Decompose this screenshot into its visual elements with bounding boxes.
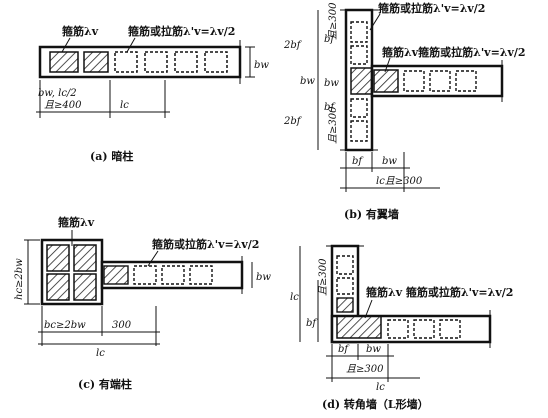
dim-bf-top: bf — [324, 34, 336, 45]
dim-lc: lc — [96, 348, 105, 359]
dim-lc: lc — [120, 100, 129, 111]
tie-zone — [204, 51, 228, 73]
hatched-zone — [49, 51, 79, 73]
dim-300: 300 — [112, 320, 132, 331]
dim-lc: lc — [290, 292, 299, 303]
dim-300-bottom: 且≥300 — [346, 364, 384, 375]
caption-d: (d) 转角墙（L形墙） — [322, 397, 429, 411]
dim-bw-left: bw — [300, 76, 315, 87]
dim-bw-bottom: bw — [366, 344, 381, 355]
caption-a: (a) 暗柱 — [90, 149, 133, 163]
hatched-zone — [83, 51, 109, 73]
dim-bf: bf — [306, 318, 318, 329]
dim-300-top: 且≥300 — [328, 2, 339, 40]
dim-bf-bottom: bf — [352, 156, 364, 167]
dim-lc-300: lc且≥300 — [376, 176, 423, 187]
dim-bf-bot: bf — [324, 102, 336, 113]
dim-bw-small: bw — [324, 78, 339, 89]
tie-label: 箍筋或拉筋λ'v=λv/2 — [128, 24, 235, 38]
hoop-label: 箍筋λv — [62, 24, 99, 38]
tie-label-top: 箍筋或拉筋λ'v=λv/2 — [378, 1, 485, 15]
tie-zone — [114, 51, 138, 73]
panel-c: 箍筋λv 箍筋或拉筋λ'v=λv/2 hc≥2bw bw bc≥2bw 300 … — [14, 215, 271, 391]
panel-d: 箍筋λv 箍筋或拉筋λ'v=λv/2 lc 且≥300 bf bf bw 且≥3… — [290, 244, 513, 411]
dim-bw: bw — [254, 60, 269, 71]
caption-b: (b) 有翼墙 — [344, 207, 399, 221]
tie-label: 箍筋或拉筋λ'v=λv/2 — [152, 237, 259, 251]
hoop-label: 箍筋λv — [58, 215, 95, 229]
dim-2bf-bot: 2bf — [283, 116, 303, 127]
dim-lc-bottom: lc — [376, 382, 385, 393]
panel-a: 箍筋λv 箍筋或拉筋λ'v=λv/2 bw bw, lc/2 且≥400 lc … — [36, 24, 269, 163]
dim-hc: hc≥2bw — [14, 258, 25, 300]
hatched-corner — [336, 315, 382, 339]
panel-b: 箍筋或拉筋λ'v=λv/2 箍筋λv箍筋或拉筋λ'v=λv/2 2bf bf 且… — [283, 1, 526, 221]
dim-300-vert: 且≥300 — [318, 258, 329, 296]
dim-bw-bottom: bw — [382, 156, 397, 167]
hoop-tie-label: 箍筋λv箍筋或拉筋λ'v=λv/2 — [382, 45, 526, 59]
tie-zone — [174, 51, 198, 73]
dim-400: 且≥400 — [44, 100, 82, 111]
tie-zone — [144, 51, 168, 73]
dim-bc: bc≥2bw — [44, 320, 86, 331]
dim-bf-bottom: bf — [338, 344, 350, 355]
dim-2bf-top: 2bf — [283, 40, 303, 51]
dim-bw: bw — [256, 272, 271, 283]
dim-bw-lc2: bw, lc/2 — [38, 88, 77, 99]
caption-c: (c) 有端柱 — [78, 377, 132, 391]
dim-300-bot: 且≥300 — [328, 106, 339, 144]
hoop-tie-label: 箍筋λv 箍筋或拉筋λ'v=λv/2 — [366, 285, 513, 299]
